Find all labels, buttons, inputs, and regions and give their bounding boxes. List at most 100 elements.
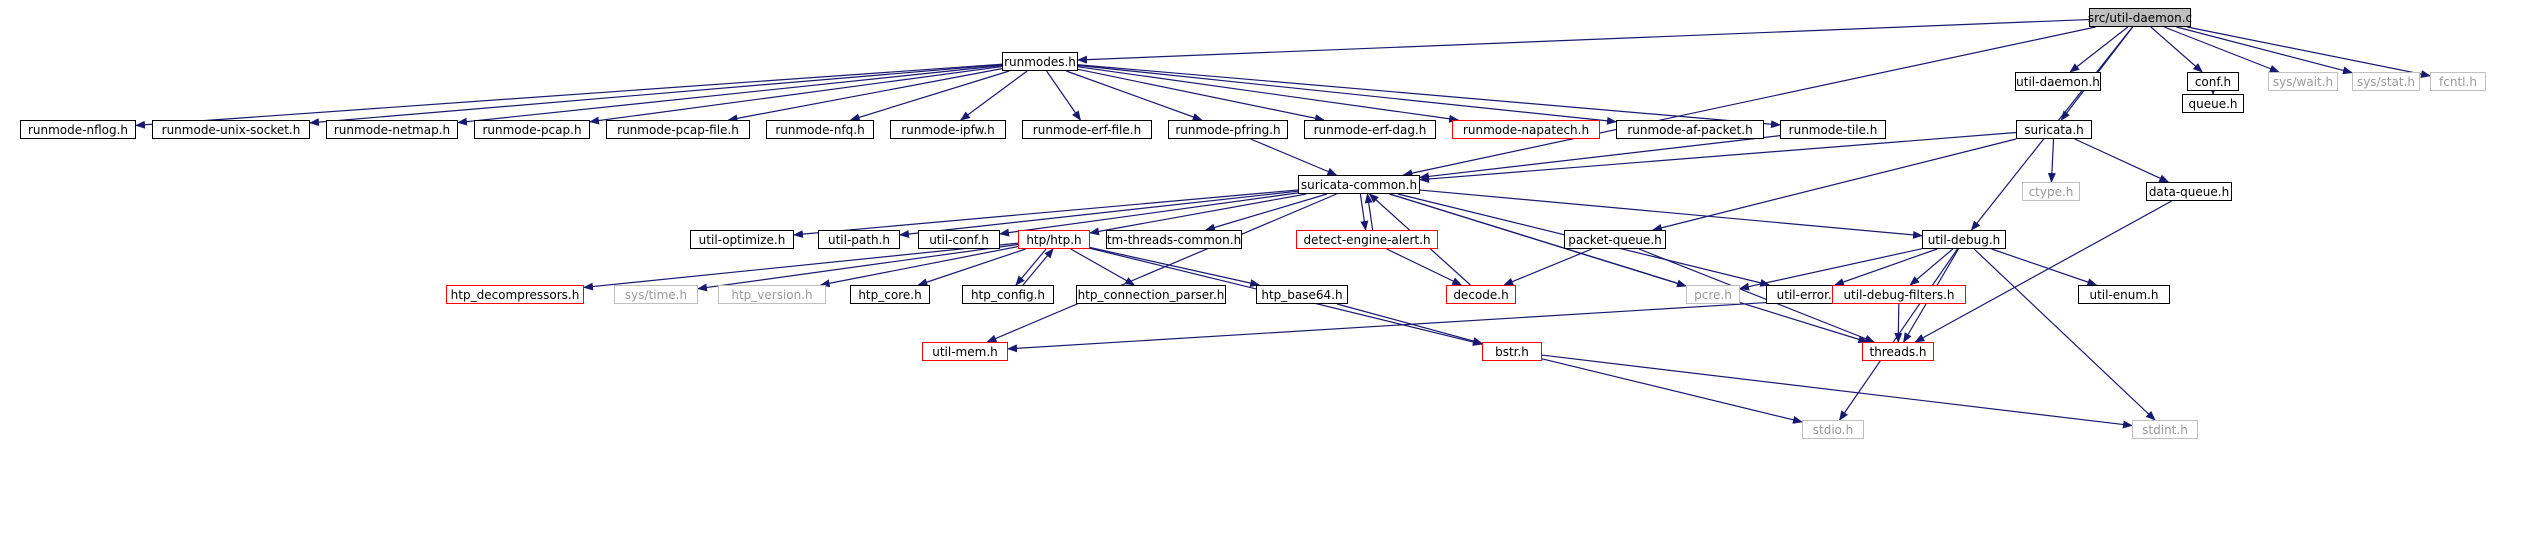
edge-common-to-util_path bbox=[899, 190, 1299, 238]
edge-htp-to-htp_conn bbox=[1070, 248, 1136, 286]
edge-htp_config-to-htp bbox=[1022, 248, 1054, 286]
node-data-queue-h[interactable]: data-queue.h bbox=[2146, 182, 2232, 201]
node-htp-config-h[interactable]: htp_config.h bbox=[962, 285, 1054, 304]
node-packet-queue-h[interactable]: packet-queue.h bbox=[1564, 230, 1666, 249]
node-queue-h[interactable]: queue.h bbox=[2182, 94, 2244, 113]
edge-htp-to-htp_core bbox=[917, 248, 1026, 286]
edge-root-to-sys_wait bbox=[2163, 26, 2280, 73]
node-util-debug-h[interactable]: util-debug.h bbox=[1922, 230, 2006, 249]
edge-util_debug-to-util_dbg_filters bbox=[1909, 248, 1954, 286]
edge-suricata-to-common bbox=[1419, 131, 2017, 183]
edge-runmodes-to-rm_nfq bbox=[849, 70, 1010, 122]
node-pcre-h[interactable]: pcre.h bbox=[1686, 285, 1740, 304]
edge-root-to-common bbox=[1402, 26, 2096, 178]
edge-util_dbg_filters-to-util_mem bbox=[1007, 297, 1833, 353]
node-runmode-unix-socket-h[interactable]: runmode-unix-socket.h bbox=[152, 120, 310, 139]
edge-detect_alert-to-decode bbox=[1386, 248, 1463, 286]
node-runmode-napatech-h[interactable]: runmode-napatech.h bbox=[1452, 120, 1600, 139]
node-runmode-af-packet-h[interactable]: runmode-af-packet.h bbox=[1616, 120, 1764, 139]
node-suricata-common-h[interactable]: suricata-common.h bbox=[1298, 175, 1420, 194]
edge-common-to-tm_threads bbox=[1204, 193, 1328, 232]
node-htp-version-h[interactable]: htp_version.h bbox=[718, 285, 826, 304]
edge-bstr-to-stdint bbox=[1541, 354, 2133, 429]
node-runmode-erf-dag-h[interactable]: runmode-erf-dag.h bbox=[1304, 120, 1436, 139]
node-runmode-nfq-h[interactable]: runmode-nfq.h bbox=[766, 120, 874, 139]
edge-runmodes-to-rm_afpacket bbox=[1077, 64, 1617, 125]
node-util-conf-h[interactable]: util-conf.h bbox=[918, 230, 1000, 249]
edge-root-to-conf_h bbox=[2150, 26, 2203, 73]
node-runmode-pcap-file-h[interactable]: runmode-pcap-file.h bbox=[606, 120, 750, 139]
edge-util_dbg_filters-to-threads bbox=[1894, 303, 1903, 343]
edge-root-to-runmodes bbox=[1077, 18, 2090, 64]
edge-htp-to-htp_decomp bbox=[583, 242, 1019, 291]
node-sys-stat-h[interactable]: sys/stat.h bbox=[2352, 72, 2420, 91]
node-util-enum-h[interactable]: util-enum.h bbox=[2078, 285, 2170, 304]
node-detect-engine-alert-h[interactable]: detect-engine-alert.h bbox=[1296, 230, 1438, 249]
edge-htp_base64-to-bstr bbox=[1336, 303, 1483, 345]
node-src-util-daemon-c[interactable]: src/util-daemon.c bbox=[2088, 8, 2192, 27]
node-runmode-pcap-h[interactable]: runmode-pcap.h bbox=[474, 120, 590, 139]
edge-runmodes-to-rm_ipfw bbox=[960, 70, 1028, 121]
edge-suricata-to-ctype bbox=[2047, 138, 2056, 183]
edge-util_debug-to-util_error bbox=[1834, 248, 1938, 286]
node-util-debug-filters-h[interactable]: util-debug-filters.h bbox=[1832, 285, 1966, 304]
edge-common-to-util_conf bbox=[999, 192, 1299, 237]
edge-root-to-util_daemon_h bbox=[2069, 26, 2129, 73]
node-stdio-h[interactable]: stdio.h bbox=[1802, 420, 1864, 439]
edge-runmodes-to-rm_pfring bbox=[1066, 70, 1203, 121]
edge-runmodes-to-rm_nflog bbox=[135, 63, 1003, 129]
edge-util_debug-to-stdint bbox=[1973, 248, 2156, 421]
node-runmode-nflog-h[interactable]: runmode-nflog.h bbox=[20, 120, 136, 139]
node-htp-decompressors-h[interactable]: htp_decompressors.h bbox=[446, 285, 584, 304]
node-htp-htp-h[interactable]: htp/htp.h bbox=[1018, 230, 1090, 249]
node-runmode-ipfw-h[interactable]: runmode-ipfw.h bbox=[890, 120, 1006, 139]
edge-htp-to-htp_version bbox=[819, 245, 1019, 288]
node-runmodes-h[interactable]: runmodes.h bbox=[1002, 52, 1078, 71]
node-ctype-h[interactable]: ctype.h bbox=[2022, 182, 2080, 201]
edge-runmodes-to-rm_erffile bbox=[1046, 70, 1082, 121]
node-htp-core-h[interactable]: htp_core.h bbox=[850, 285, 930, 304]
edge-runmodes-to-rm_pcapfile bbox=[727, 68, 1003, 123]
node-tm-threads-common-h[interactable]: tm-threads-common.h bbox=[1106, 230, 1242, 249]
node-sys-time-h[interactable]: sys/time.h bbox=[614, 285, 698, 304]
node-util-daemon-h[interactable]: util-daemon.h bbox=[2015, 72, 2101, 91]
edge-common-to-threads bbox=[1389, 193, 1869, 344]
node-htp-base64-h[interactable]: htp_base64.h bbox=[1256, 285, 1348, 304]
node-sys-wait-h[interactable]: sys/wait.h bbox=[2268, 72, 2338, 91]
edge-common-to-util_mem bbox=[986, 193, 1337, 343]
node-runmode-netmap-h[interactable]: runmode-netmap.h bbox=[326, 120, 458, 139]
node-bstr-h[interactable]: bstr.h bbox=[1482, 342, 1542, 361]
edge-root-to-fcntl bbox=[2187, 26, 2431, 79]
edge-htp-to-htp_base64 bbox=[1089, 246, 1261, 287]
edge-common-to-util_debug bbox=[1419, 189, 1923, 239]
node-runmode-erf-file-h[interactable]: runmode-erf-file.h bbox=[1022, 120, 1152, 139]
edge-common-to-util_optimize bbox=[793, 189, 1299, 239]
node-util-path-h[interactable]: util-path.h bbox=[818, 230, 900, 249]
node-fcntl-h[interactable]: fcntl.h bbox=[2430, 72, 2486, 91]
node-util-optimize-h[interactable]: util-optimize.h bbox=[690, 230, 794, 249]
edge-rm_pfring-to-common bbox=[1250, 138, 1338, 176]
edge-bstr-to-stdio bbox=[1541, 358, 1803, 424]
node-threads-h[interactable]: threads.h bbox=[1862, 342, 1934, 361]
edge-suricata-to-data_queue bbox=[2074, 138, 2170, 183]
edge-runmodes-to-rm_pcap bbox=[589, 65, 1003, 125]
node-decode-h[interactable]: decode.h bbox=[1446, 285, 1516, 304]
edge-detect_alert-to-common bbox=[1364, 193, 1374, 231]
edge-runmodes-to-rm_unix bbox=[309, 64, 1003, 127]
node-htp-connection-parser-h[interactable]: htp_connection_parser.h bbox=[1076, 285, 1226, 304]
edge-packet_queue-to-decode bbox=[1503, 248, 1593, 286]
edge-util_debug-to-util_enum bbox=[1991, 248, 2098, 286]
edge-htp-to-sys_time bbox=[697, 243, 1019, 292]
node-suricata-h[interactable]: suricata.h bbox=[2016, 120, 2092, 139]
node-stdint-h[interactable]: stdint.h bbox=[2132, 420, 2198, 439]
node-util-mem-h[interactable]: util-mem.h bbox=[922, 342, 1008, 361]
node-runmode-pfring-h[interactable]: runmode-pfring.h bbox=[1168, 120, 1288, 139]
node-conf-h[interactable]: conf.h bbox=[2187, 72, 2239, 91]
edge-rm_tile-to-common bbox=[1419, 135, 1781, 181]
node-util-error-h[interactable]: util-error.h bbox=[1766, 285, 1850, 304]
node-runmode-tile-h[interactable]: runmode-tile.h bbox=[1780, 120, 1886, 139]
edge-runmodes-to-rm_napatech bbox=[1077, 66, 1460, 123]
edge-root-to-sys_stat bbox=[2176, 26, 2353, 75]
edge-packet_queue-to-threads bbox=[1638, 248, 1875, 343]
